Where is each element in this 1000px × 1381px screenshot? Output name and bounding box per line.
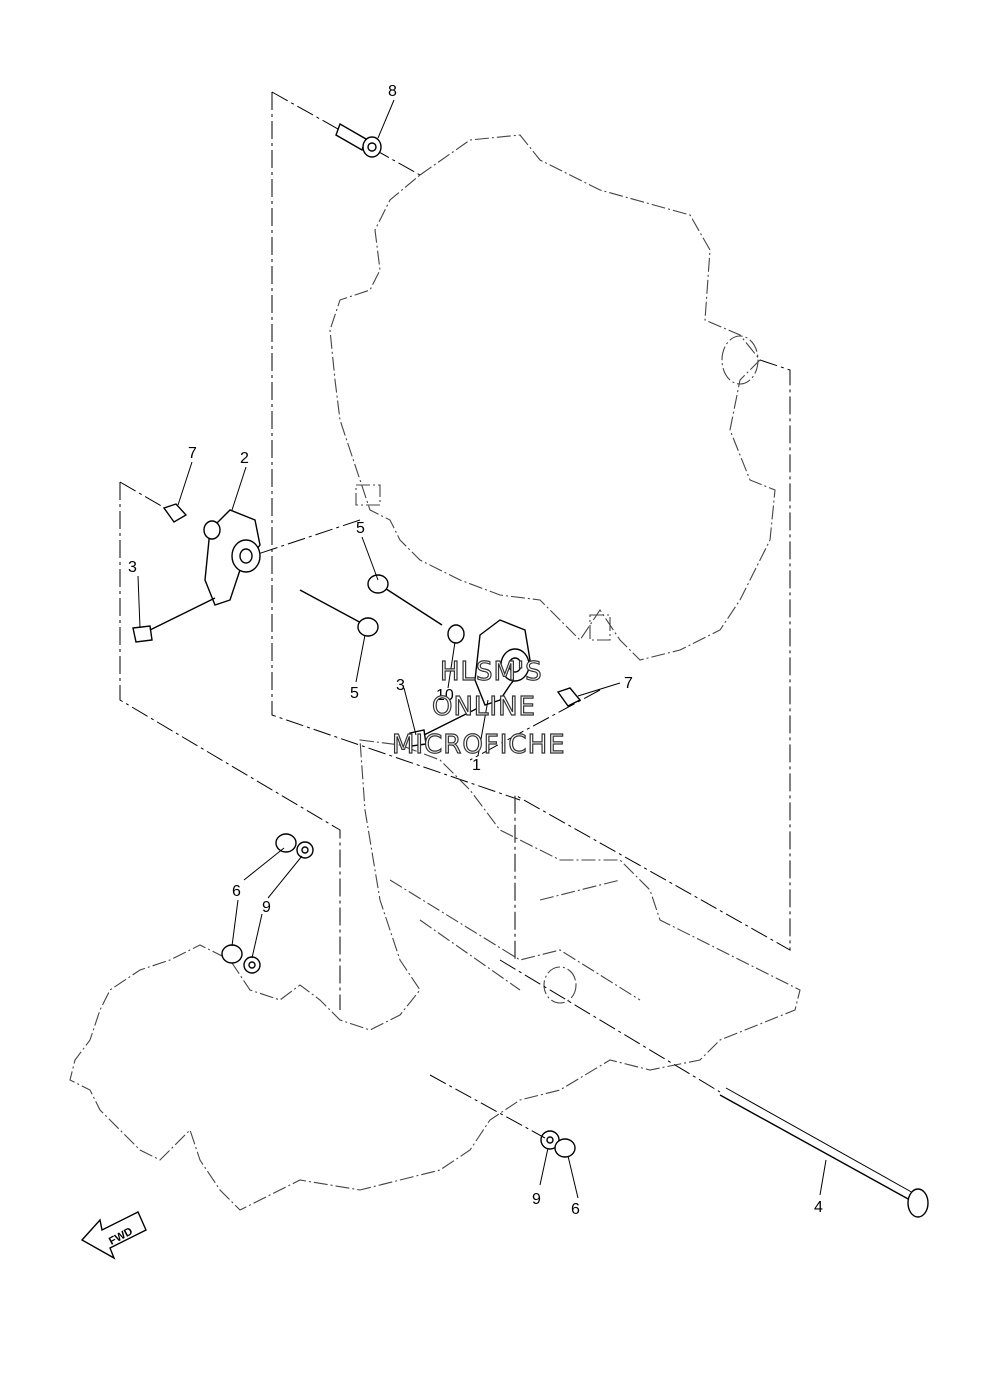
engine-mount-1 — [474, 619, 531, 706]
watermark-line2: ONLINE — [432, 692, 536, 722]
watermark-line1: HLSM'S — [440, 657, 543, 687]
watermark-line3: MICROFICHE — [392, 730, 566, 760]
engine-lug-right — [589, 614, 611, 641]
engine-port — [721, 335, 759, 385]
frame-outline-upper — [271, 91, 791, 960]
callout-7-right: 7 — [624, 675, 633, 692]
callout-3-left: 3 — [128, 559, 137, 576]
bolt-3-right — [409, 707, 479, 747]
bolt-8 — [335, 122, 382, 158]
bolt-5-right — [367, 574, 443, 626]
frame-outline-left — [119, 481, 341, 1010]
callout-1: 1 — [472, 757, 481, 774]
bolt-7-left — [162, 503, 188, 523]
callout-7-left: 7 — [188, 445, 197, 462]
callout-8: 8 — [388, 83, 397, 100]
callout-10: 10 — [436, 687, 454, 704]
bolt-4-line — [499, 959, 721, 1093]
washer-9-mid — [243, 956, 261, 974]
callout-4: 4 — [814, 1199, 823, 1216]
long-bolt-4 — [719, 1087, 929, 1218]
callout-6-bottom: 6 — [571, 1201, 580, 1218]
engine-lug-left — [355, 484, 381, 506]
bolt-7-right — [556, 687, 582, 707]
bolt-3-left — [132, 597, 216, 643]
nut-6-bottom — [554, 1138, 576, 1158]
frame-outline-mid — [239, 519, 601, 761]
callout-5-top: 5 — [356, 520, 365, 537]
callout-2: 2 — [240, 450, 249, 467]
fwd-arrow-icon: FWD — [80, 1211, 147, 1260]
washer-10 — [447, 624, 465, 644]
nut-6-top — [275, 833, 297, 853]
callout-5-bottom: 5 — [350, 685, 359, 702]
bolt-5-left — [299, 589, 379, 637]
frame-boss — [543, 966, 577, 1004]
engine-mount-2 — [203, 509, 261, 606]
callout-3-right: 3 — [396, 677, 405, 694]
nut-6-mid — [221, 944, 243, 964]
frame-rail-outline — [389, 879, 641, 1001]
leader-lines — [137, 99, 827, 1199]
callout-9-bottom: 9 — [532, 1191, 541, 1208]
engine-bed-outline — [69, 739, 801, 1211]
nut-line — [429, 1074, 546, 1139]
washer-9-top — [296, 841, 314, 859]
callout-6-top: 6 — [232, 883, 241, 900]
callout-9-top: 9 — [262, 899, 271, 916]
engine-outline — [329, 134, 776, 661]
